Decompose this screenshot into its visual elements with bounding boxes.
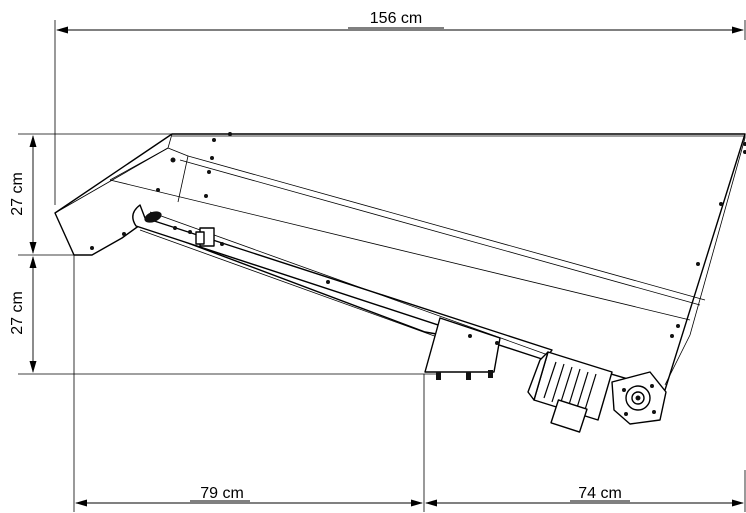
- drive-motor: [527, 351, 613, 433]
- conveyor-frame: [54, 133, 746, 391]
- right-span-label: 74 cm: [578, 485, 622, 502]
- overall-length-label: 156 cm: [370, 10, 422, 27]
- left-span-dimension: 79 cm: [73, 255, 425, 512]
- right-span-dimension: 74 cm: [425, 470, 746, 512]
- upper-height-label: 27 cm: [9, 172, 26, 216]
- lower-height-label: 27 cm: [9, 291, 26, 335]
- gearbox: [611, 371, 667, 425]
- left-span-label: 79 cm: [200, 485, 244, 502]
- upper-height-dimension: 27 cm: [9, 133, 172, 256]
- support-bracket: [424, 317, 501, 380]
- frame-bolts: [90, 132, 746, 345]
- lower-height-dimension: 27 cm: [9, 256, 440, 375]
- overall-length-dimension: 156 cm: [54, 10, 746, 205]
